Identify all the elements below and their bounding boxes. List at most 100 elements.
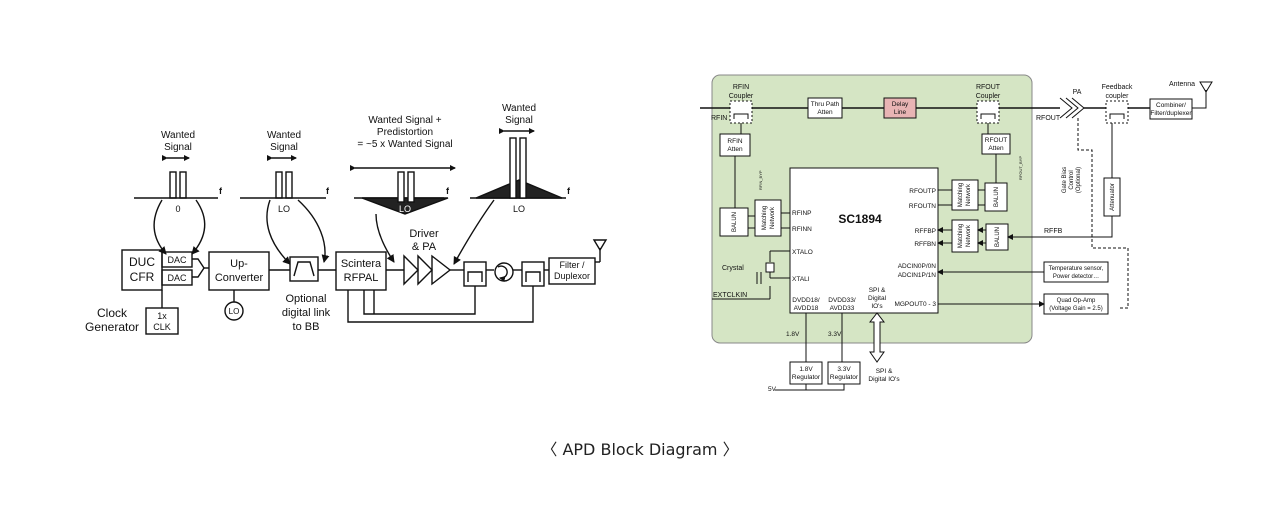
upconverter-label-1: Up- [230, 258, 248, 270]
clock-generator-1: Clock [97, 306, 128, 320]
clk-label-1: 1x [157, 311, 167, 321]
rfin-matching-1: Matching [762, 206, 768, 230]
sc1894-chip [789, 167, 939, 314]
pa-label: PA [1073, 89, 1082, 96]
rfout-matching-2: Network [966, 183, 972, 206]
rfout-atten-1: RFOUT [985, 137, 1007, 144]
rffb-matching-2: Network [966, 224, 972, 247]
delay-line-2: Line [894, 109, 907, 116]
pin-rfoutp: RFOUTP [909, 188, 936, 195]
filter-duplexor-1: Filter / [559, 260, 585, 270]
temp-1: Temperature sensor, [1049, 266, 1104, 272]
pin-dvdd33-2: AVDD33 [830, 305, 855, 312]
reg33-2: Regulator [830, 374, 859, 381]
dac-2: DAC [167, 273, 187, 283]
spectrum-2: Wanted Signal LO f [240, 130, 330, 265]
pin-rfoutn: RFOUTN [909, 203, 936, 210]
diagram-caption: 〈 APD Block Diagram 〉 [541, 440, 739, 459]
pin-rfinp: RFINP [792, 210, 812, 217]
rfout-balun: BALUN [994, 187, 1000, 207]
driver-label-1: Driver [409, 228, 439, 240]
pin-xtali: XTALI [792, 276, 810, 283]
duc-label-2: CFR [130, 270, 155, 284]
driver-label-2: & PA [412, 241, 437, 253]
rffb-balun: BALUN [995, 227, 1001, 247]
spectrum-1-title-1: Wanted [161, 130, 195, 141]
spi-bottom-1: SPI & [876, 368, 893, 375]
combiner-1: Combiner/ [1156, 102, 1186, 109]
left-block-diagram: Wanted Signal 0 f Wanted Signal LO f [85, 103, 608, 335]
spectrum-4-title-2: Signal [505, 115, 533, 126]
delay-line-1: Delay [892, 101, 909, 108]
rfin-label: RFIN [711, 115, 727, 122]
crystal-label: Crystal [722, 265, 744, 272]
pin-rffbp: RFFBP [915, 228, 936, 235]
optional-link-2: digital link [282, 307, 331, 319]
pin-dvdd33-1: DVDD33/ [828, 297, 856, 304]
rfout-matching-1: Matching [958, 183, 964, 207]
clk-label-2: CLK [153, 322, 171, 332]
rfout-coupler-1: RFOUT [976, 84, 1001, 91]
lo-circle-label: LO [229, 307, 240, 316]
feedback-coupler-1: Feedback [1102, 84, 1133, 91]
optional-link-3: to BB [293, 321, 320, 333]
antenna-label: Antenna [1169, 81, 1195, 88]
spectrum-4: Wanted Signal LO f [453, 103, 571, 265]
v5-label: 5V [768, 386, 777, 393]
reg18-2: Regulator [792, 374, 821, 381]
optional-link-1: Optional [286, 293, 327, 305]
extclk-label: EXTCLKIN [713, 292, 747, 299]
pin-mgpout: MGPOUT0 - 3 [894, 301, 936, 308]
spectrum-3-center: LO [399, 204, 411, 214]
rfin-bypass: RFIN_BYP [758, 170, 763, 190]
pin-spi-1: SPI & [869, 287, 886, 294]
right-block-diagram: RFIN Coupler RFIN Thru Path Atten Delay … [700, 74, 1213, 393]
opamp-1: Quad Op-Amp [1057, 298, 1096, 304]
spectrum-1-axis: f [219, 186, 223, 196]
pin-dvdd18-2: AVDD18 [794, 305, 819, 312]
spectrum-3-title-3: = ~5 x Wanted Signal [357, 139, 452, 150]
rfin-matching-2: Network [770, 206, 776, 229]
pin-dvdd18-1: DVDD18/ [792, 297, 820, 304]
filter-duplexor-2: Duplexor [554, 271, 590, 281]
rfout-atten-2: Atten [988, 145, 1004, 152]
spectrum-2-title-2: Signal [270, 142, 298, 153]
scintera-label-1: Scintera [341, 258, 382, 270]
gate-bias-3: (Optional) [1076, 167, 1082, 193]
opamp-2: (Voltage Gain = 2.5) [1049, 306, 1103, 312]
duc-label-1: DUC [129, 255, 155, 269]
spectrum-3-axis: f [446, 186, 450, 196]
reg33-1: 3.3V [837, 366, 851, 373]
rfout-label: RFOUT [1036, 115, 1061, 122]
rfin-atten-2: Atten [727, 146, 743, 153]
rfout-bypass: RFOUT_BYP [1018, 156, 1023, 180]
rffb-label: RFFB [1044, 228, 1063, 235]
spectrum-4-title-1: Wanted [502, 103, 536, 114]
rfout-coupler-2: Coupler [976, 93, 1001, 100]
chip-name: SC1894 [838, 212, 882, 226]
feedback-coupler-2: coupler [1106, 93, 1130, 100]
attenuator-label: Attenuator [1110, 183, 1116, 211]
pin-spi-3: IO's [871, 303, 883, 310]
spectrum-3-title-1: Wanted Signal + [368, 115, 441, 126]
combiner-2: Filter/duplexer [1150, 110, 1192, 117]
rfin-coupler-1: RFIN [733, 84, 749, 91]
spectrum-1-center: 0 [175, 204, 180, 214]
spi-bottom-2: Digital IO's [868, 376, 900, 383]
rffb-matching-1: Matching [958, 224, 964, 248]
rfin-coupler-2: Coupler [729, 93, 754, 100]
upconverter-label-2: Converter [215, 272, 264, 284]
pin-rffbn: RFFBN [914, 241, 936, 248]
spectrum-2-title-1: Wanted [267, 130, 301, 141]
pin-adc0: ADCIN0P/0N [898, 263, 937, 270]
gate-bias-1: Gate Bias [1062, 167, 1068, 193]
spectrum-3-title-2: Predistortion [377, 127, 433, 138]
thru-path-1: Thru Path [811, 101, 840, 108]
spectrum-2-center: LO [278, 204, 290, 214]
pin-adc1: ADCIN1P/1N [898, 272, 937, 279]
spectrum-4-axis: f [567, 186, 571, 196]
gate-bias-2: Control [1069, 170, 1075, 189]
spectrum-1: Wanted Signal 0 f [134, 130, 223, 255]
